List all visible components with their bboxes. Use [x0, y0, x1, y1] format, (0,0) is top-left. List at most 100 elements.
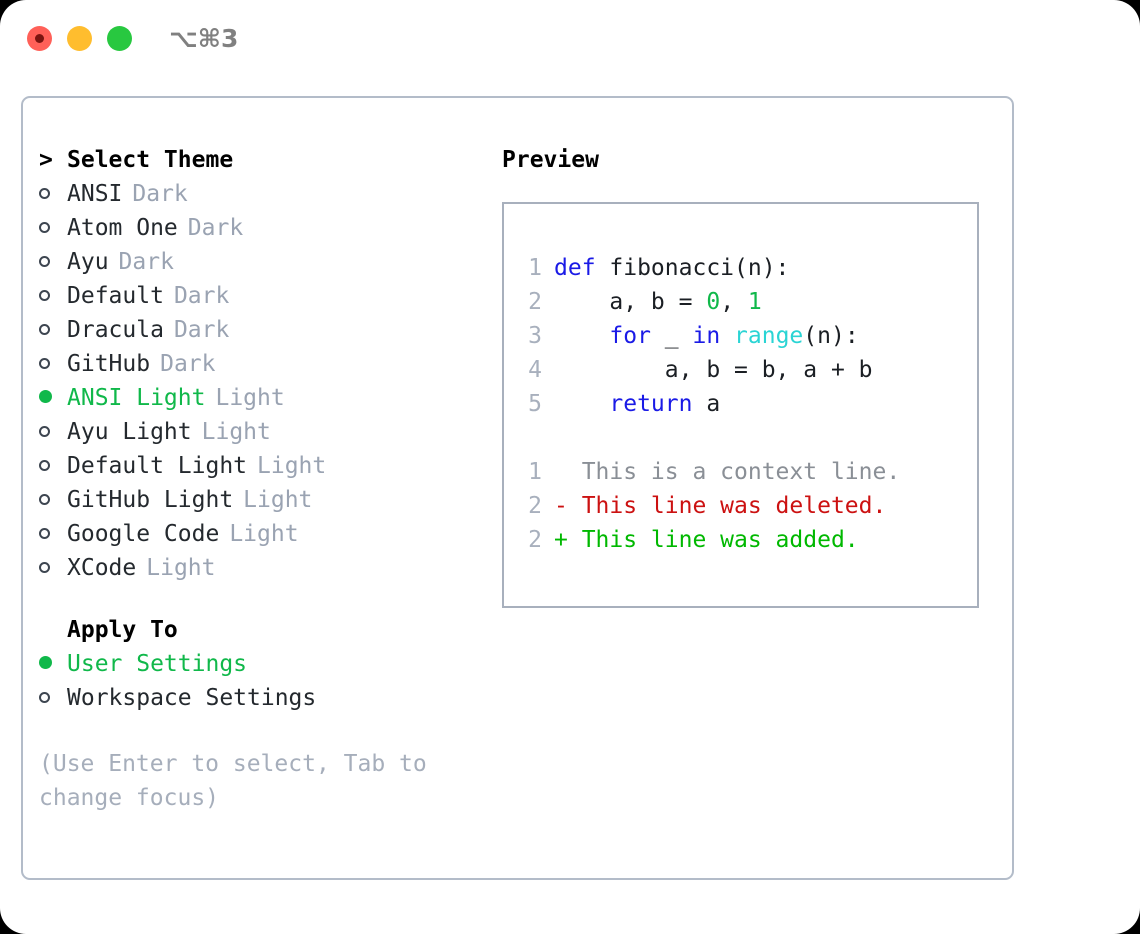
- code-line: 3 for _ in range(n):: [514, 319, 900, 353]
- code-token: in: [692, 323, 721, 349]
- theme-variant-tag: Light: [257, 453, 327, 479]
- maximize-window-button[interactable]: [107, 26, 132, 51]
- theme-name-label: XCode: [67, 555, 137, 581]
- title-bar: ⌥⌘3: [0, 0, 1140, 78]
- radio-unselected-icon[interactable]: [39, 177, 67, 211]
- keyboard-hint-text: (Use Enter to select, Tab to change focu…: [39, 751, 427, 811]
- theme-variant-tag: Light: [201, 419, 271, 445]
- theme-list-item[interactable]: Ayu Light Light: [39, 415, 499, 449]
- radio-unselected-icon[interactable]: [39, 517, 67, 551]
- code-token: for: [609, 323, 651, 349]
- line-number: 3: [528, 323, 542, 349]
- theme-name-label: Default Light: [67, 453, 248, 479]
- theme-name-label: Ayu: [67, 249, 109, 275]
- theme-list-item[interactable]: Ayu Dark: [39, 245, 499, 279]
- preview-heading: Preview: [502, 147, 599, 173]
- theme-name-label: Google Code: [67, 521, 220, 547]
- radio-unselected-icon[interactable]: [39, 347, 67, 381]
- radio-unselected-icon[interactable]: [39, 681, 67, 715]
- theme-name-label: ANSI Light: [67, 385, 206, 411]
- code-token: a: [692, 391, 721, 417]
- diff-line: 1 This is a context line.: [514, 455, 900, 489]
- code-token: [554, 323, 609, 349]
- code-line: 4 a, b = b, a + b: [514, 353, 900, 387]
- code-token: (n):: [803, 323, 859, 349]
- radio-unselected-icon[interactable]: [39, 245, 67, 279]
- theme-list-item[interactable]: GitHub Dark: [39, 347, 499, 381]
- theme-list-item[interactable]: XCode Light: [39, 551, 499, 585]
- diff-text: This is a context line.: [554, 459, 901, 485]
- code-line: 2 a, b = 0, 1: [514, 285, 900, 319]
- minimize-window-button[interactable]: [67, 26, 92, 51]
- theme-list-item[interactable]: Default Dark: [39, 279, 499, 313]
- theme-variant-tag: Dark: [173, 317, 230, 343]
- radio-unselected-icon[interactable]: [39, 551, 67, 585]
- select-theme-header: > Select Theme: [39, 143, 499, 177]
- code-token: range: [734, 323, 804, 349]
- diff-line: 2 - This line was deleted.: [514, 489, 900, 523]
- radio-selected-icon[interactable]: [39, 647, 67, 681]
- code-token: a, b = b, a + b: [554, 357, 873, 383]
- line-number: 2: [528, 493, 542, 519]
- code-token: 1: [747, 289, 762, 315]
- theme-name-label: GitHub Light: [67, 487, 234, 513]
- theme-name-label: GitHub: [67, 351, 151, 377]
- diff-line: 2+ This line was added.: [514, 523, 900, 557]
- theme-variant-tag: Dark: [173, 283, 230, 309]
- theme-list-item[interactable]: GitHub Light Light: [39, 483, 499, 517]
- line-number: 5: [528, 391, 542, 417]
- code-token: _: [650, 323, 693, 349]
- line-number: 1: [528, 459, 542, 485]
- code-token: a, b =: [554, 289, 707, 315]
- radio-unselected-icon[interactable]: [39, 211, 67, 245]
- code-token: fibonacci(n):: [609, 255, 790, 281]
- radio-unselected-icon[interactable]: [39, 415, 67, 449]
- diff-text: - This line was deleted.: [554, 493, 887, 519]
- apply-to-heading: Apply To: [67, 617, 178, 643]
- theme-variant-tag: Light: [146, 555, 216, 581]
- code-token: [720, 323, 734, 349]
- theme-variant-tag: Dark: [132, 181, 188, 207]
- theme-variant-tag: Dark: [160, 351, 216, 377]
- code-token: ,: [720, 289, 748, 315]
- theme-list-item[interactable]: Default Light Light: [39, 449, 499, 483]
- apply-to-option-label: Workspace Settings: [67, 685, 317, 711]
- select-theme-label: Select Theme: [67, 147, 234, 173]
- apply-to-option-label: User Settings: [67, 651, 248, 677]
- radio-unselected-icon[interactable]: [39, 313, 67, 347]
- radio-unselected-icon[interactable]: [39, 483, 67, 517]
- radio-selected-icon[interactable]: [39, 381, 67, 415]
- radio-unselected-icon[interactable]: [39, 279, 67, 313]
- theme-list-item[interactable]: Atom One Dark: [39, 211, 499, 245]
- theme-variant-tag: Dark: [187, 215, 244, 241]
- line-number: 1: [528, 255, 542, 281]
- code-token: 0: [706, 289, 721, 315]
- prompt-caret-icon: >: [39, 147, 53, 173]
- theme-variant-tag: Dark: [118, 249, 174, 275]
- radio-unselected-icon[interactable]: [39, 449, 67, 483]
- code-token: def: [554, 255, 610, 281]
- theme-name-label: Ayu Light: [67, 419, 192, 445]
- apply-to-option[interactable]: User Settings: [39, 647, 499, 681]
- theme-list-item[interactable]: Dracula Dark: [39, 313, 499, 347]
- line-number: 4: [528, 357, 542, 383]
- line-number: 2: [528, 289, 542, 315]
- apply-to-option[interactable]: Workspace Settings: [39, 681, 499, 715]
- theme-name-label: Atom One: [67, 215, 178, 241]
- code-line: 5 return a: [514, 387, 900, 421]
- code-line: 1 def fibonacci(n):: [514, 251, 900, 285]
- theme-variant-tag: Light: [243, 487, 313, 513]
- theme-name-label: Dracula: [67, 317, 164, 343]
- theme-name-label: Default: [67, 283, 164, 309]
- keyboard-shortcut-label: ⌥⌘3: [169, 24, 239, 53]
